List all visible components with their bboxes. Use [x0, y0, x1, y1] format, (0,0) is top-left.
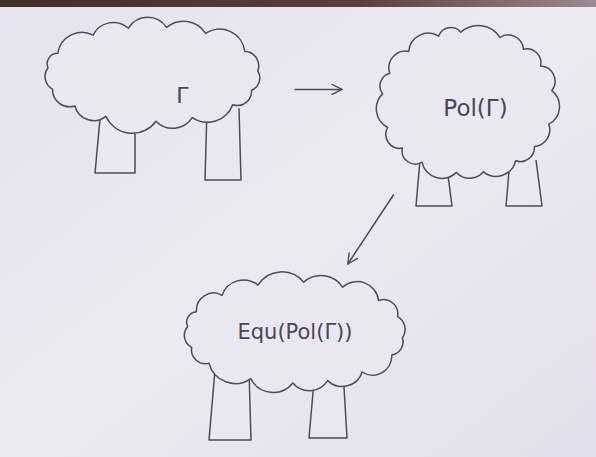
node-label: Equ(Pol(Γ)): [238, 321, 353, 344]
sheep-outline: [35, 15, 270, 133]
sheep-cloud: Pol(Γ): [370, 20, 565, 185]
wool-outline: [376, 26, 559, 179]
wool-outline: [184, 272, 405, 393]
wool-outline: [45, 17, 260, 133]
node-label: Γ: [176, 84, 188, 108]
arrow-connector: [295, 89, 342, 91]
node-label: Pol(Γ): [443, 96, 507, 121]
arrow-connector: [348, 195, 394, 264]
sheep-cloud: Γ: [35, 15, 270, 133]
sheep-cloud: Equ(Pol(Γ)): [175, 270, 415, 395]
board-edge: [0, 0, 596, 7]
